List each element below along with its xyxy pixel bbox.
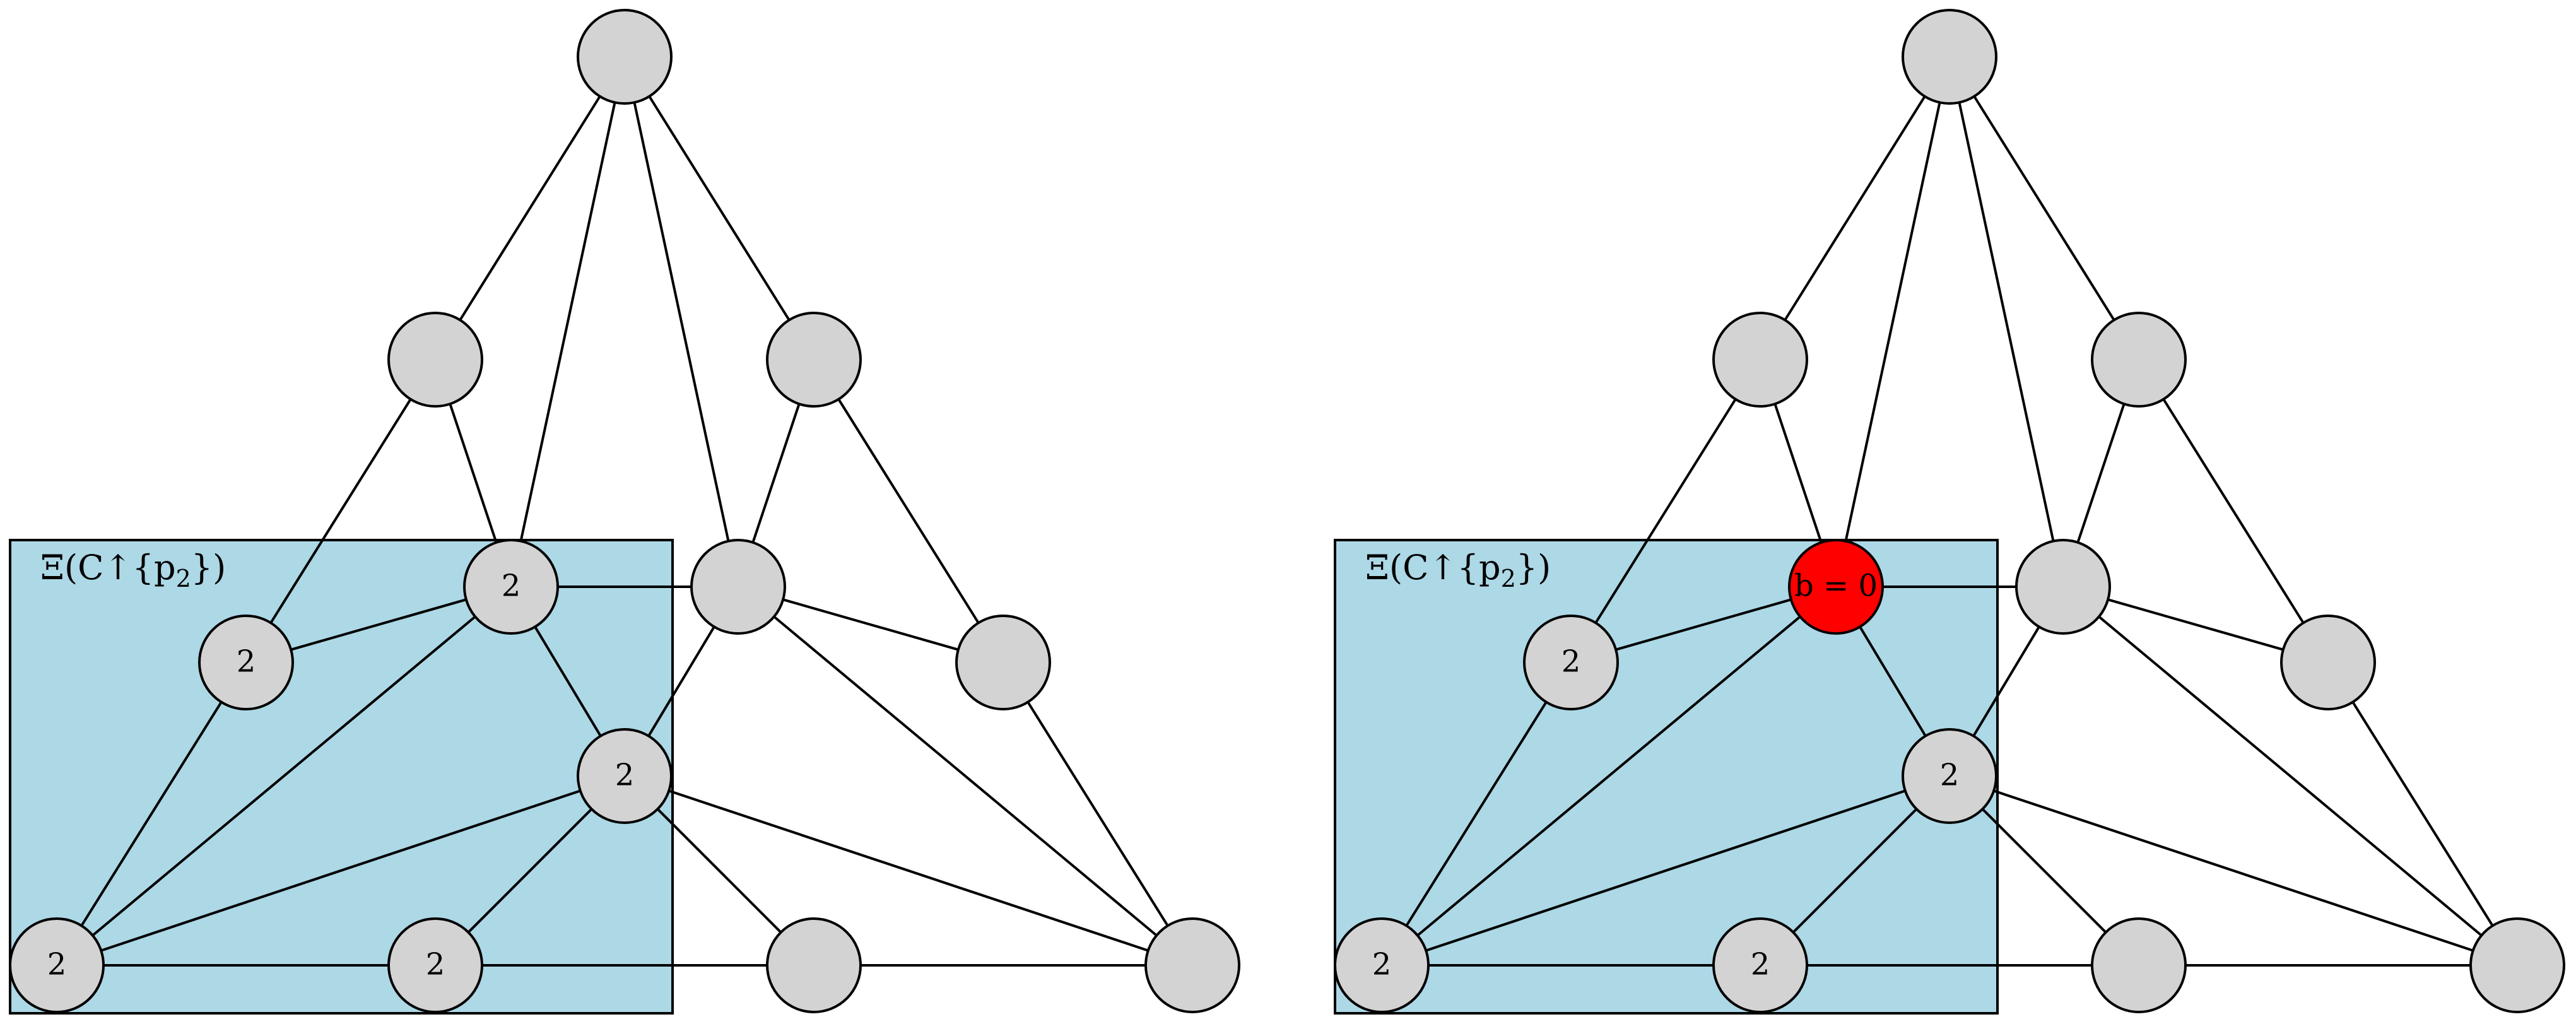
node-label: 2 xyxy=(1751,947,1770,982)
edge-mr-d xyxy=(837,398,980,624)
edge-mr-b xyxy=(2076,403,2126,543)
edge-b-d xyxy=(2107,598,2284,651)
graph-node xyxy=(1902,728,1997,824)
graph-node xyxy=(2469,917,2565,1013)
cluster-label-main: Ξ(C↑{p xyxy=(40,548,176,587)
edge-e-h xyxy=(656,808,782,934)
edge-e-h xyxy=(1981,808,2107,934)
edge-c-f xyxy=(80,701,223,927)
cluster-label: Ξ(C↑{p2}) xyxy=(40,548,226,592)
node-label: 2 xyxy=(1561,644,1581,680)
graph-node xyxy=(1902,9,1997,105)
graph-node xyxy=(577,9,673,105)
graph-node xyxy=(2091,312,2187,408)
edge-mr-d xyxy=(2162,398,2305,624)
node-label: 2 xyxy=(237,644,256,680)
graph-node xyxy=(2280,615,2376,710)
edge-a-f xyxy=(91,615,476,937)
edge-d-i xyxy=(1026,701,1169,927)
graph-node xyxy=(1712,312,1808,408)
graph-node xyxy=(766,917,862,1013)
cluster-label-tail: }) xyxy=(191,548,226,587)
graph-node xyxy=(2091,917,2187,1013)
node-label: 2 xyxy=(1372,947,1392,982)
edge-top-ml xyxy=(459,95,601,321)
edge-e-f xyxy=(1425,789,1906,952)
node-label: 2 xyxy=(502,568,521,604)
cluster-box xyxy=(1334,539,1999,1015)
edge-a-e xyxy=(1859,626,1927,737)
graph-node xyxy=(1334,917,1430,1013)
edge-b-i xyxy=(2098,615,2483,937)
edge-top-a xyxy=(519,102,616,542)
node-label: 2 xyxy=(426,947,445,982)
edge-b-e xyxy=(1972,626,2040,737)
edge-top-a xyxy=(1844,102,1941,542)
graph-node xyxy=(198,615,294,710)
edge-a-f xyxy=(1416,615,1801,937)
highlighted-node xyxy=(1788,539,1884,635)
edge-e-g xyxy=(467,808,593,934)
graph-node xyxy=(9,917,105,1013)
edge-b-i xyxy=(773,615,1158,937)
cluster-box xyxy=(9,539,674,1015)
edge-a-c xyxy=(1615,598,1792,651)
edge-top-ml xyxy=(1784,95,1926,321)
cluster-label: Ξ(C↑{p2}) xyxy=(1365,548,1551,592)
edge-top-mr xyxy=(1973,95,2115,321)
edge-ml-c xyxy=(1594,398,1737,624)
edge-e-i xyxy=(1993,789,2474,952)
edge-top-b xyxy=(633,102,730,542)
edge-e-g xyxy=(1792,808,1918,934)
edge-b-d xyxy=(782,598,959,651)
graph-node xyxy=(387,312,483,408)
graph-node xyxy=(1712,917,1808,1013)
edge-e-i xyxy=(668,789,1149,952)
node-label: 2 xyxy=(1940,758,1960,793)
graph-node xyxy=(387,917,483,1013)
graph-node xyxy=(577,728,673,824)
graph-node xyxy=(955,615,1051,710)
edge-top-mr xyxy=(648,95,791,321)
edge-mr-b xyxy=(751,403,801,543)
cluster-label-subscript: 2 xyxy=(176,565,191,592)
edge-ml-a xyxy=(1773,403,1823,543)
graph-node xyxy=(1523,615,1619,710)
edge-a-e xyxy=(534,626,602,737)
graph-node xyxy=(766,312,862,408)
edge-d-i xyxy=(2351,701,2494,927)
edge-e-f xyxy=(100,789,581,952)
graph-node xyxy=(2015,539,2111,635)
graph-node xyxy=(690,539,786,635)
cluster-label-tail: }) xyxy=(1516,548,1551,587)
edge-top-b xyxy=(1958,102,2055,542)
cluster-label-subscript: 2 xyxy=(1501,565,1516,592)
edge-a-c xyxy=(290,598,467,651)
graph-node xyxy=(463,539,559,635)
node-label: b = 0 xyxy=(1794,568,1878,604)
edge-b-e xyxy=(647,626,715,737)
cluster-label-main: Ξ(C↑{p xyxy=(1365,548,1501,587)
node-label: 2 xyxy=(615,758,635,793)
node-label: 2 xyxy=(47,947,67,982)
edge-ml-c xyxy=(269,398,412,624)
graph-node xyxy=(1144,917,1240,1013)
edge-c-f xyxy=(1405,701,1548,927)
edge-ml-a xyxy=(449,403,498,543)
